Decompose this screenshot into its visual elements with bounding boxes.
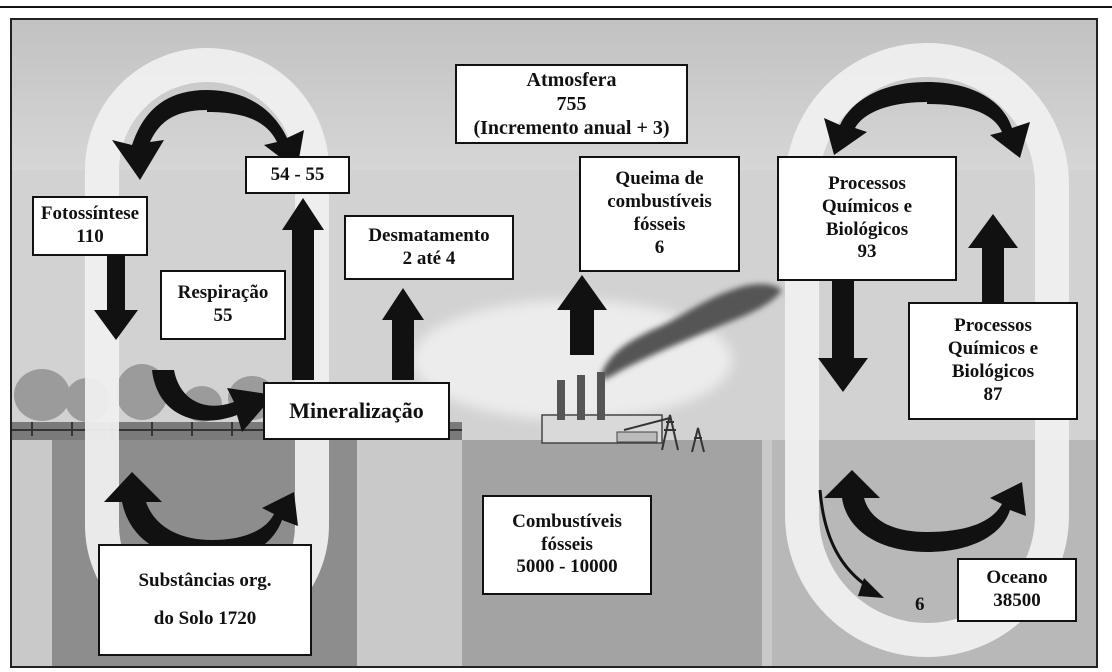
photosynthesis-value: 110	[76, 226, 104, 247]
deforestation-title: Desmatamento	[368, 224, 490, 246]
ocean-uptake-line3: Biológicos	[825, 218, 909, 240]
ocean-uptake-value: 93	[857, 241, 877, 263]
ocean-release-line1: Processos	[954, 315, 1032, 337]
atmosphere-label: Atmosfera 755 (Incremento anual + 3)	[455, 64, 688, 144]
arrow-fotossintese-down	[94, 252, 138, 340]
ocean-uptake-label: Processos Químicos e Biológicos 93	[777, 156, 957, 281]
curved-arrow-terrestrial-bottom-left	[104, 472, 212, 560]
photosynthesis-title: Fotossíntese	[40, 203, 140, 225]
ocean-release-line2: Químicos e	[947, 338, 1039, 360]
carbon-cycle-figure: Atmosfera 755 (Incremento anual + 3) 54 …	[10, 18, 1098, 668]
smoke-plume-icon	[602, 284, 782, 380]
fossil-burning-line2: combustíveis	[607, 191, 712, 213]
photosynthesis-label: Fotossíntese 110	[32, 196, 148, 256]
mineralization-title: Mineralização	[289, 397, 424, 423]
respiration-label: Respiração 55	[160, 270, 286, 340]
curved-arrow-ocean-top-left	[824, 82, 927, 155]
ocean-reservoir-value: 38500	[993, 590, 1041, 611]
curved-arrow-terrestrial-top-right	[207, 90, 304, 170]
soil-organic-label: Substâncias org. do Solo 1720	[98, 544, 312, 656]
respiration-value: 55	[213, 305, 233, 326]
fossil-reserve-label: Combustíveis fósseis 5000 - 10000	[482, 495, 652, 595]
soil-organic-value: do Solo 1720	[153, 608, 257, 629]
total-respiration-value: 54 - 55	[270, 163, 325, 185]
arrow-queima-up	[557, 275, 607, 355]
mineralization-label: Mineralização	[263, 382, 450, 440]
atmosphere-title: Atmosfera	[526, 69, 617, 91]
deforestation-label: Desmatamento 2 até 4	[344, 215, 514, 280]
atmosphere-increment: (Incremento anual + 3)	[473, 117, 670, 139]
arrow-desmatamento-up	[382, 288, 424, 380]
arrow-ocean-release-up	[968, 214, 1018, 306]
power-pylon-icon	[623, 414, 705, 453]
respiration-title: Respiração	[177, 282, 269, 304]
total-respiration-label: 54 - 55	[245, 156, 350, 194]
ocean-uptake-line2: Químicos e	[821, 195, 913, 217]
arrow-respiracao-up	[282, 198, 324, 380]
deep-ocean-flux-arrowhead	[858, 578, 884, 598]
fossil-reserve-line2: fósseis	[541, 533, 593, 555]
fossil-burning-line3: fósseis	[633, 214, 686, 235]
fossil-burning-label: Queima de combustíveis fósseis 6	[579, 156, 740, 272]
soil-organic-title: Substâncias org.	[138, 570, 272, 591]
deep-ocean-flux-value: 6	[915, 594, 925, 615]
ocean-reservoir-title: Oceano	[986, 567, 1048, 589]
curved-arrow-ocean-bottom-right	[927, 482, 1026, 552]
factory-icon	[541, 372, 663, 444]
fossil-reserve-line1: Combustíveis	[512, 510, 622, 532]
curved-arrow-terrestrial-top-left	[112, 90, 207, 180]
ocean-uptake-line1: Processos	[828, 172, 906, 194]
ocean-reservoir-label: Oceano 38500	[957, 558, 1077, 622]
atmosphere-value: 755	[556, 93, 587, 115]
ocean-release-line3: Biológicos	[951, 361, 1035, 382]
deforestation-value: 2 até 4	[402, 247, 456, 269]
curved-arrow-terrestrial-bottom-right	[212, 492, 298, 560]
arrow-ocean-absorption-down	[818, 270, 868, 392]
curved-arrow-terrestrial-middle	[152, 370, 274, 432]
ocean-release-value: 87	[983, 383, 1003, 405]
ocean-release-label: Processos Químicos e Biológicos 87	[908, 302, 1078, 420]
fossil-reserve-value: 5000 - 10000	[516, 556, 618, 578]
fossil-burning-value: 6	[654, 236, 665, 258]
curved-arrow-ocean-bottom-left	[824, 470, 927, 552]
deep-ocean-flux-arrow	[818, 489, 871, 590]
fossil-burning-line1: Queima de	[615, 168, 704, 190]
top-rule	[0, 6, 1112, 8]
curved-arrow-ocean-top-right	[927, 82, 1030, 158]
